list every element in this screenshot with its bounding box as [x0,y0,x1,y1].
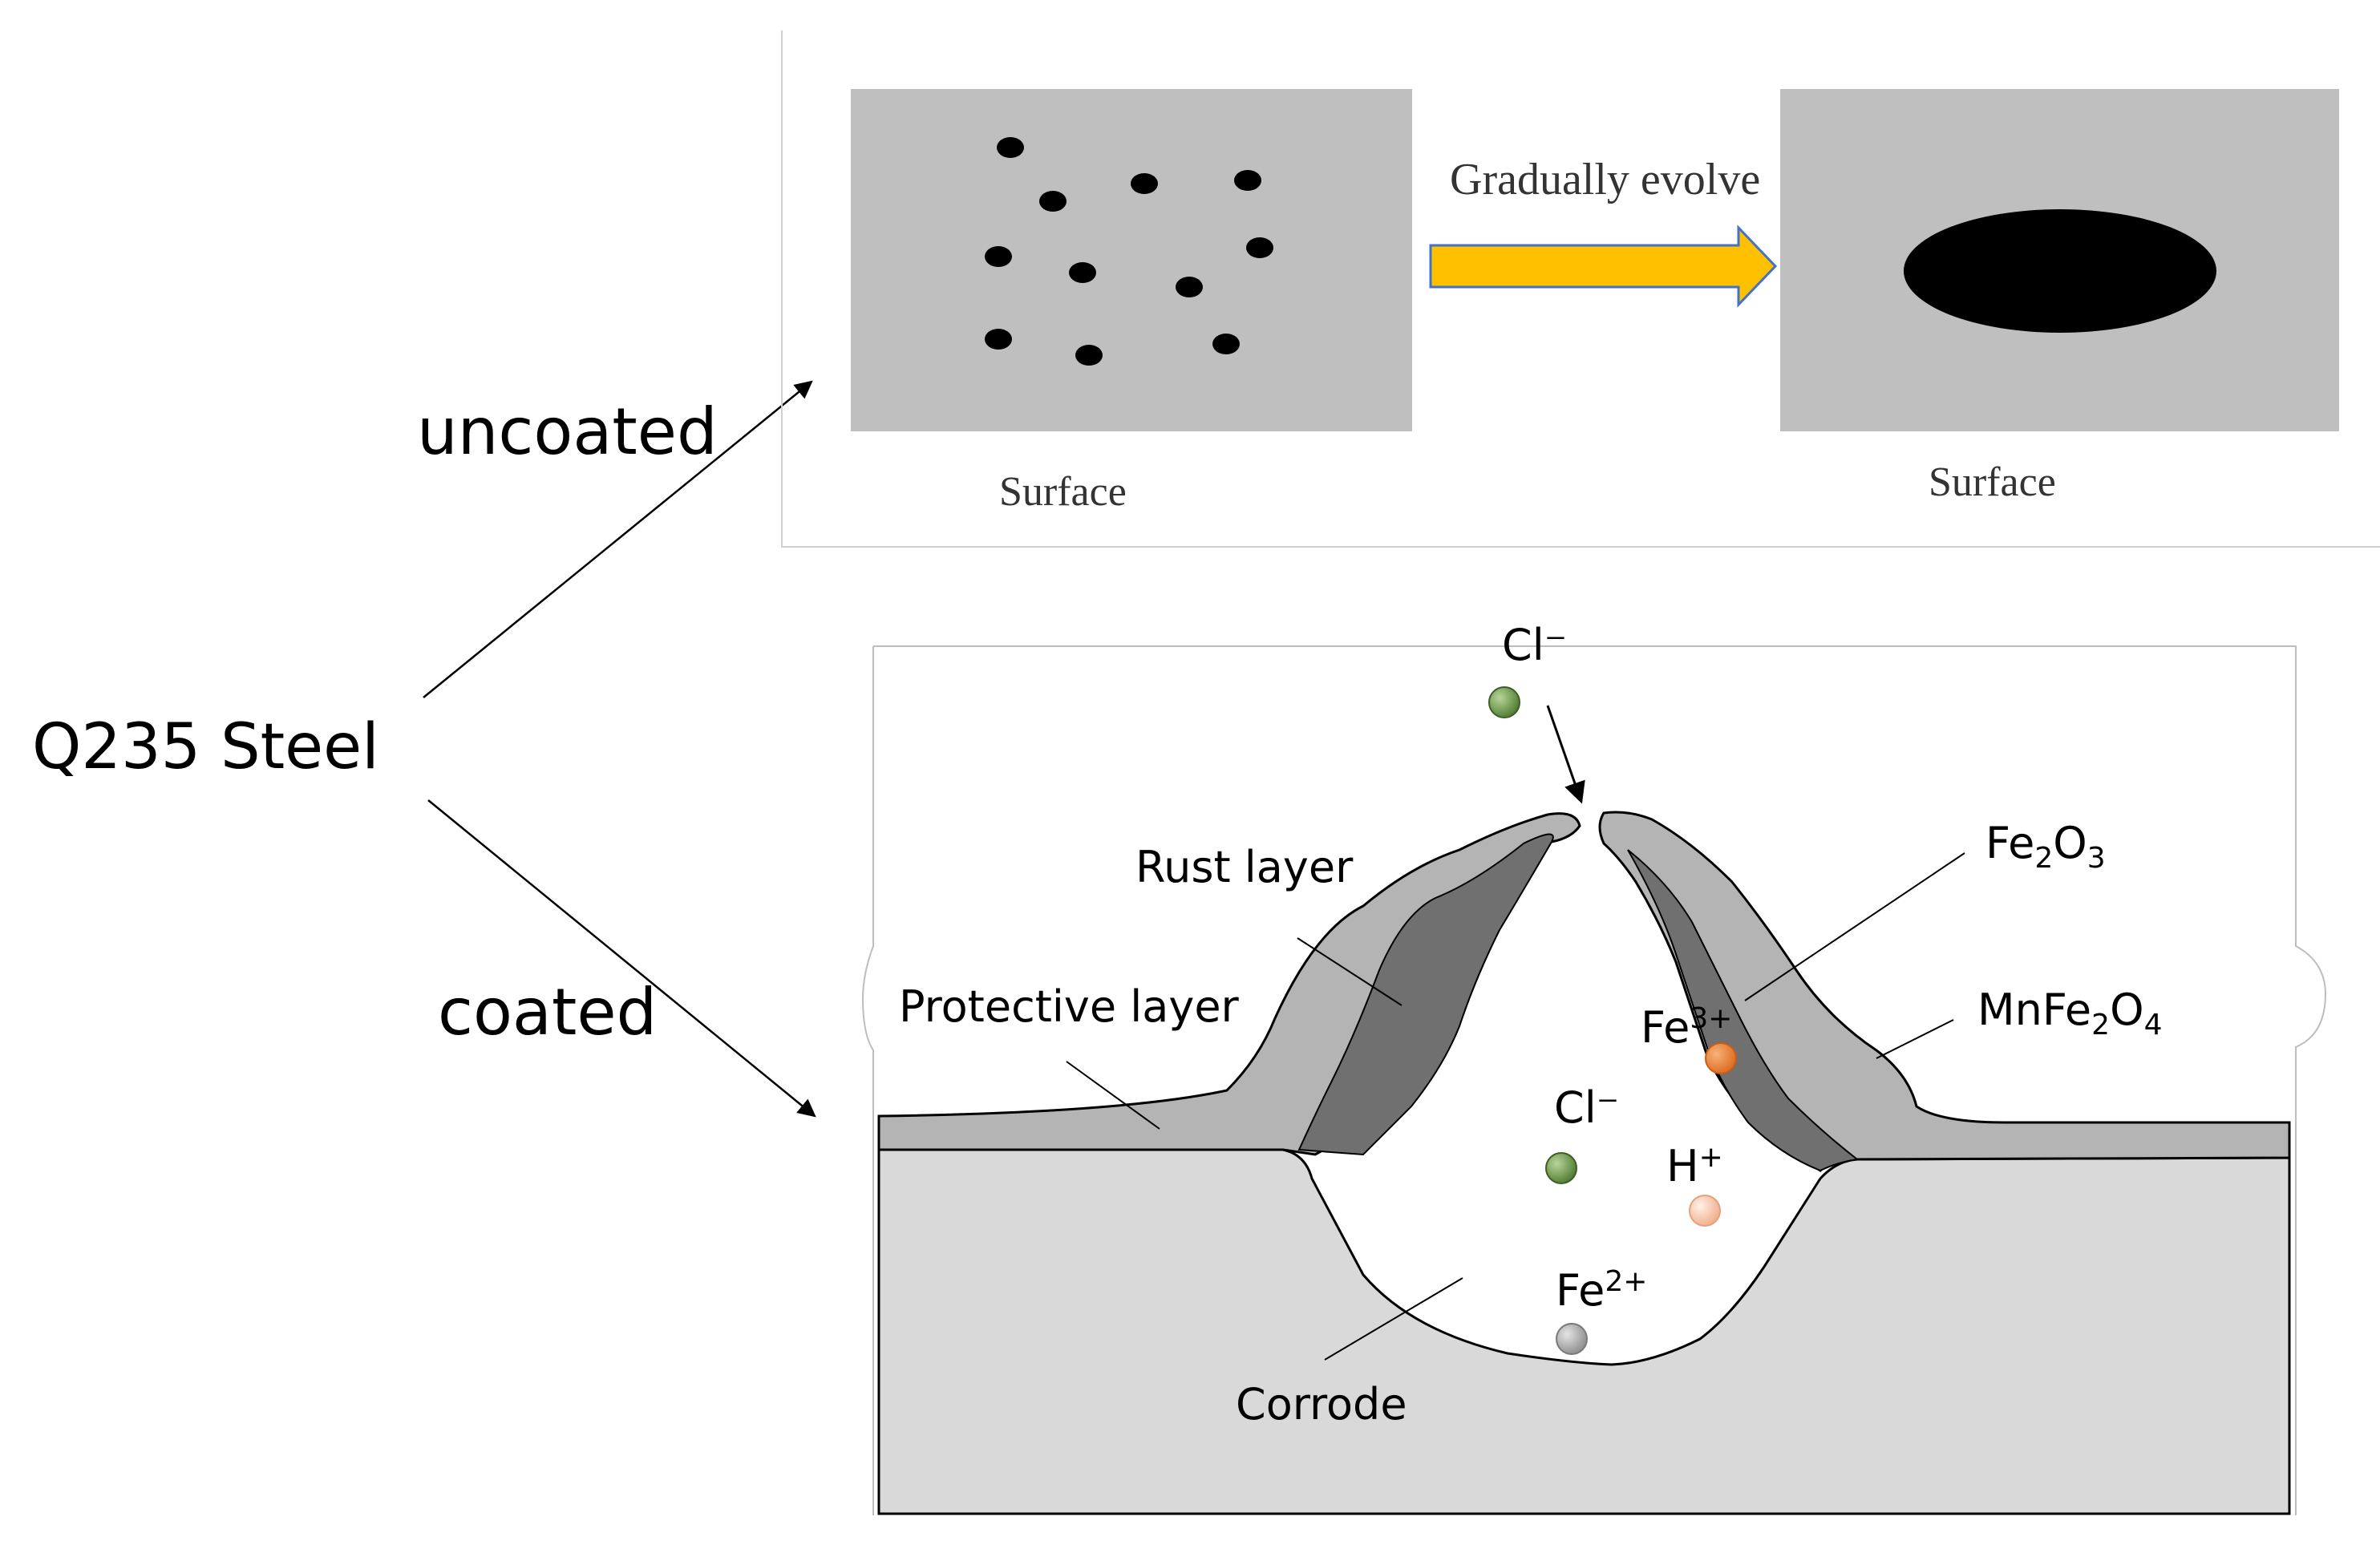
corrode-leader [1324,1277,1463,1361]
fe2o3-sub1: 2 [2034,842,2053,875]
fe3-base: Fe [1641,1002,1690,1053]
pit-dot [997,137,1024,158]
pit-dot [1212,334,1240,354]
rust-inner-left [1297,833,1554,1156]
chloride-ion-top [1488,686,1520,718]
pit-dot [1075,345,1103,366]
protective-layer-leader [1066,1061,1160,1130]
surface-caption-right: Surface [1929,459,2056,505]
fe3-ion [1705,1042,1737,1074]
rust-inner-right [1627,849,1860,1172]
fe2o3-fe: Fe [1985,818,2034,868]
pit-dot [1246,237,1273,258]
fe2-label: Fe2+ [1556,1265,1647,1316]
h-charge: + [1699,1141,1723,1174]
surface-caption-left: Surface [999,469,1127,515]
uncoated-panel: Surface Gradually evolve Surface [781,30,2380,548]
steel-substrate [877,1148,2291,1515]
chloride-ion-mid [1545,1152,1577,1184]
fe2o3-label: Fe2O3 [1985,818,2106,875]
fe2o3-leader [1744,852,1965,1001]
h-ion [1689,1195,1721,1227]
uncoated-label: uncoated [417,394,718,469]
large-pit [1904,209,2216,333]
uncoated-panel-frame [781,30,2380,548]
coated-panel-frame [861,645,2327,1515]
fe2o3-o: O [2053,818,2087,868]
pit-dot [1176,277,1203,297]
coated-branch-arrow [427,799,816,1118]
fe2o3-sub2: 3 [2087,842,2106,875]
fe2-ion [1556,1323,1588,1355]
h-label: H+ [1666,1141,1723,1191]
corrode-label: Corrode [1236,1379,1407,1430]
rust-layer-label: Rust layer [1135,842,1354,892]
left-branch: Q235 Steel uncoated coated [32,380,816,1118]
mnfe2o4-sub2: 4 [2144,1009,2163,1041]
uncoated-branch-arrow [423,380,813,698]
evolve-label: Gradually evolve [1450,155,1760,204]
pit-dot [1039,191,1067,212]
chloride-entry-arrow [1546,705,1585,804]
mnfe2o4-sub1: 2 [2091,1009,2110,1041]
evolve-arrow [1429,224,1778,308]
pit-dot [1131,173,1158,194]
fe3-charge: 3+ [1690,1002,1732,1035]
pitted-surface [851,89,1412,431]
mnfe2o4-o: O [2110,985,2144,1035]
pit-dot [1069,262,1096,283]
fe2-charge: 2+ [1605,1265,1647,1298]
pit-dot [1234,170,1261,191]
coated-label: coated [438,975,657,1049]
cl-top-label: Cl⁻ [1502,620,1567,670]
h-base: H [1666,1141,1699,1191]
mnfe2o4-leader [1876,1019,1954,1059]
pit-dots [985,137,1273,366]
mnfe2o4-mnfe: MnFe [1977,985,2091,1035]
protective-layer-label: Protective layer [899,981,1240,1032]
pit-dot [985,329,1012,350]
material-title: Q235 Steel [32,711,379,783]
fe3-label: Fe3+ [1641,1002,1732,1053]
coated-panel: Cl⁻ Rust layer Protective layer Fe2O3 Mn… [861,620,2327,1515]
mnfe2o4-label: MnFe2O4 [1977,985,2162,1041]
pit-dot [985,246,1012,267]
cl-mid-label: Cl⁻ [1554,1082,1619,1133]
rust-layer-leader [1297,937,1402,1006]
fe2-base: Fe [1556,1265,1605,1316]
